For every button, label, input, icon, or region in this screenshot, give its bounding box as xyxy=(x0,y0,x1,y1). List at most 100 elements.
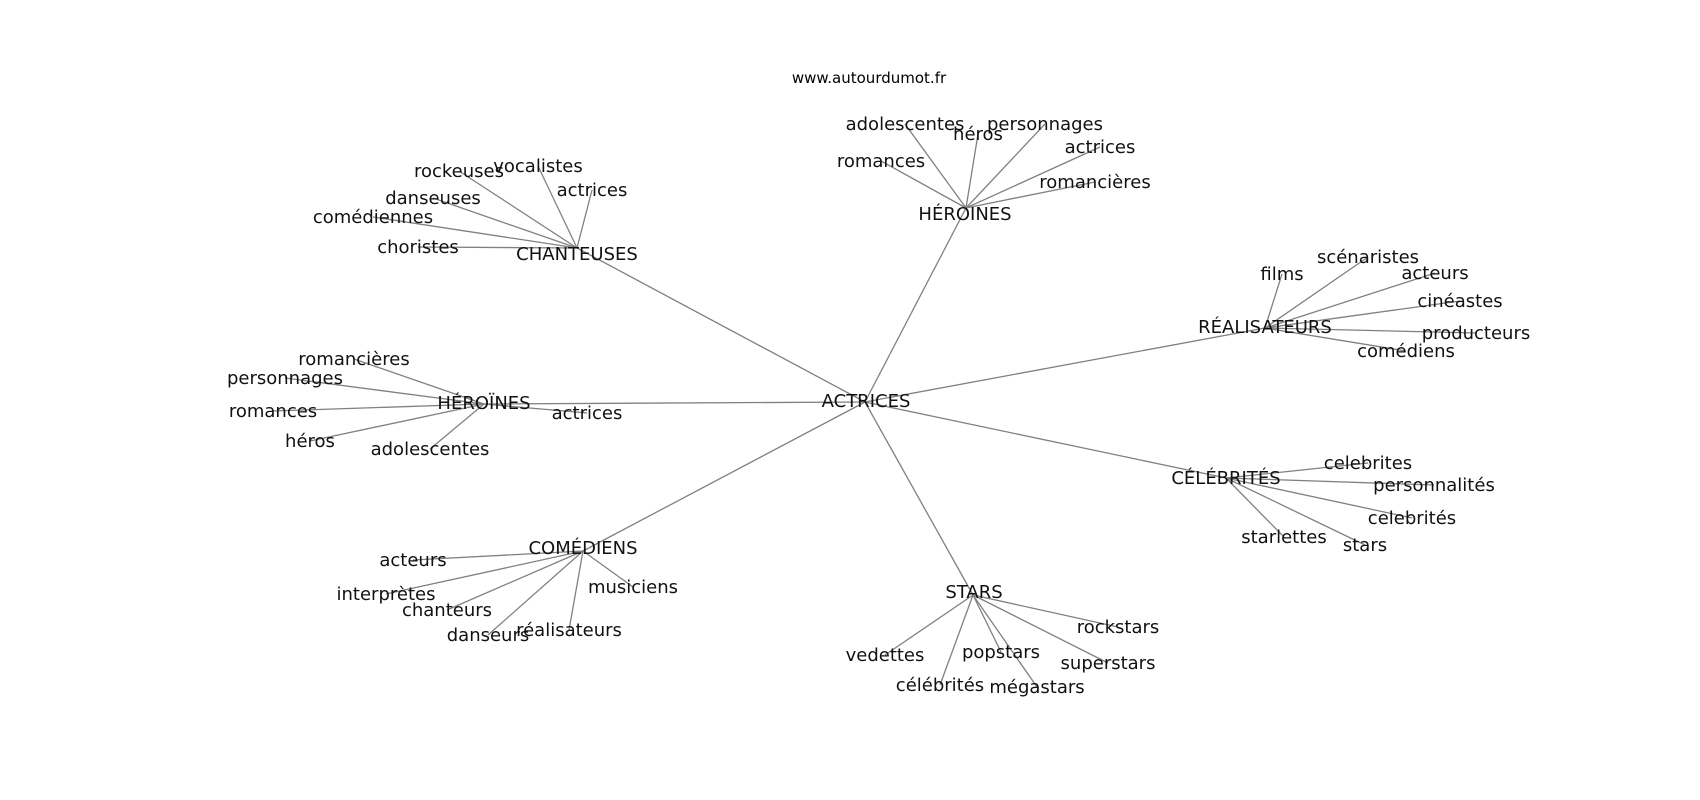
word-node-label: chanteurs xyxy=(402,600,492,621)
word-node-label: stars xyxy=(1343,535,1387,556)
edge-cluster-3-word-3 xyxy=(309,403,485,442)
cluster-node-label: COMÉDIENS xyxy=(528,537,637,559)
word-node-label: célébrités xyxy=(896,675,984,696)
word-node-label: rockstars xyxy=(1077,617,1160,638)
edge-cluster-2-word-2 xyxy=(1264,272,1436,329)
edge-cluster-4-word-4 xyxy=(1225,477,1366,546)
edge-center-0 xyxy=(576,247,866,403)
word-node-label: réalisateurs xyxy=(516,620,622,641)
edge-center-2 xyxy=(864,327,1266,403)
word-node-label: romancières xyxy=(1039,172,1150,193)
edge-cluster-6-word-4 xyxy=(939,594,974,686)
graph-labels: www.autourdumot.fr ACTRICES CHANTEUSES roc… xyxy=(227,69,1530,698)
word-node-label: comédiens xyxy=(1357,341,1455,362)
edge-cluster-2-word-4 xyxy=(1264,327,1477,334)
edge-cluster-5-word-3 xyxy=(487,550,584,636)
edge-cluster-2-word-0 xyxy=(1264,273,1283,329)
word-node-label: mégastars xyxy=(989,677,1084,698)
edge-cluster-5-word-2 xyxy=(446,550,584,611)
edge-cluster-0-word-4 xyxy=(372,216,578,249)
edge-cluster-2-word-3 xyxy=(1264,300,1461,329)
word-node-label: danseurs xyxy=(447,625,530,646)
edge-cluster-3-word-1 xyxy=(284,377,485,405)
edge-cluster-1-word-0 xyxy=(904,123,967,209)
word-node-label: romancières xyxy=(298,349,409,370)
graph-edges xyxy=(272,123,1477,688)
edge-center-5 xyxy=(582,401,866,552)
edge-cluster-5-word-0 xyxy=(412,550,584,561)
edge-cluster-3-word-2 xyxy=(272,403,485,412)
word-node-label: acteurs xyxy=(1401,263,1468,284)
word-node-label: celebrités xyxy=(1368,508,1456,529)
word-node-label: vocalistes xyxy=(493,156,582,177)
edge-cluster-3-word-4 xyxy=(429,403,485,450)
edge-cluster-2-word-1 xyxy=(1264,256,1369,329)
cluster-node-label: STARS xyxy=(945,582,1002,603)
edge-cluster-3-word-5 xyxy=(483,403,588,414)
edge-cluster-1-word-4 xyxy=(880,160,967,209)
word-node-label: choristes xyxy=(377,237,459,258)
edge-cluster-5-word-4 xyxy=(568,550,584,631)
edge-cluster-0-word-3 xyxy=(576,189,593,249)
edge-cluster-4-word-0 xyxy=(1225,462,1369,479)
cluster-node-label: CÉLÉBRITÉS xyxy=(1171,467,1280,489)
word-node-label: actrices xyxy=(1065,137,1136,158)
word-node-label: personnalités xyxy=(1373,475,1495,496)
word-node-label: popstars xyxy=(962,642,1040,663)
edge-center-6 xyxy=(864,401,974,596)
edge-cluster-6-word-1 xyxy=(884,594,974,656)
word-node-label: personnages xyxy=(227,368,343,389)
edge-cluster-4-word-1 xyxy=(1225,477,1435,486)
edge-center-4 xyxy=(864,401,1227,479)
edge-cluster-4-word-3 xyxy=(1225,477,1285,538)
edge-cluster-2-word-5 xyxy=(1264,327,1407,352)
word-node-label: celebrites xyxy=(1324,453,1412,474)
word-node-label: héros xyxy=(953,124,1003,145)
word-node-label: cinéastes xyxy=(1417,291,1502,312)
cluster-node-label: HÉROINES xyxy=(918,203,1011,225)
word-node-label: adolescentes xyxy=(846,114,965,135)
edge-cluster-5-word-1 xyxy=(385,550,584,595)
edge-cluster-1-word-3 xyxy=(965,146,1101,209)
edge-cluster-0-word-0 xyxy=(458,170,578,249)
word-node-label: romances xyxy=(229,401,317,422)
word-node-label: danseuses xyxy=(385,188,481,209)
edge-cluster-6-word-5 xyxy=(972,594,1038,688)
word-node-label: héros xyxy=(285,431,335,452)
word-node-label: romances xyxy=(837,151,925,172)
word-node-label: adolescentes xyxy=(371,439,490,460)
edge-cluster-4-word-2 xyxy=(1225,477,1413,519)
word-node-label: superstars xyxy=(1061,653,1156,674)
word-node-label: comédiennes xyxy=(313,207,433,228)
word-node-label: actrices xyxy=(552,403,623,424)
word-node-label: producteurs xyxy=(1422,323,1531,344)
edge-cluster-0-word-2 xyxy=(432,197,578,249)
edge-cluster-0-word-5 xyxy=(417,246,578,249)
edge-center-3 xyxy=(483,401,866,405)
edge-cluster-6-word-2 xyxy=(972,594,1002,653)
word-node-label: actrices xyxy=(557,180,628,201)
edge-cluster-1-word-2 xyxy=(965,123,1046,209)
edge-cluster-6-word-0 xyxy=(972,594,1119,628)
edge-cluster-6-word-3 xyxy=(972,594,1109,664)
center-node-label: ACTRICES xyxy=(822,391,911,412)
word-node-label: rockeuses xyxy=(414,161,504,182)
word-node-label: scénaristes xyxy=(1317,247,1419,268)
edge-cluster-3-word-0 xyxy=(353,358,485,405)
cluster-node-label: HÉROÏNES xyxy=(437,392,530,414)
word-node-label: vedettes xyxy=(846,645,925,666)
word-node-label: interprètes xyxy=(337,584,436,605)
word-node-label: films xyxy=(1260,264,1303,285)
edge-cluster-5-word-5 xyxy=(582,550,634,588)
word-node-label: musiciens xyxy=(588,577,678,598)
cluster-node-label: RÉALISATEURS xyxy=(1198,316,1332,338)
edge-cluster-0-word-1 xyxy=(537,165,578,249)
word-node-label: starlettes xyxy=(1241,527,1327,548)
word-node-label: acteurs xyxy=(379,550,446,571)
watermark: www.autourdumot.fr xyxy=(792,69,947,87)
word-node-label: personnages xyxy=(987,114,1103,135)
edge-center-1 xyxy=(864,207,967,403)
cluster-node-label: CHANTEUSES xyxy=(516,244,638,265)
edge-cluster-1-word-5 xyxy=(965,181,1096,209)
